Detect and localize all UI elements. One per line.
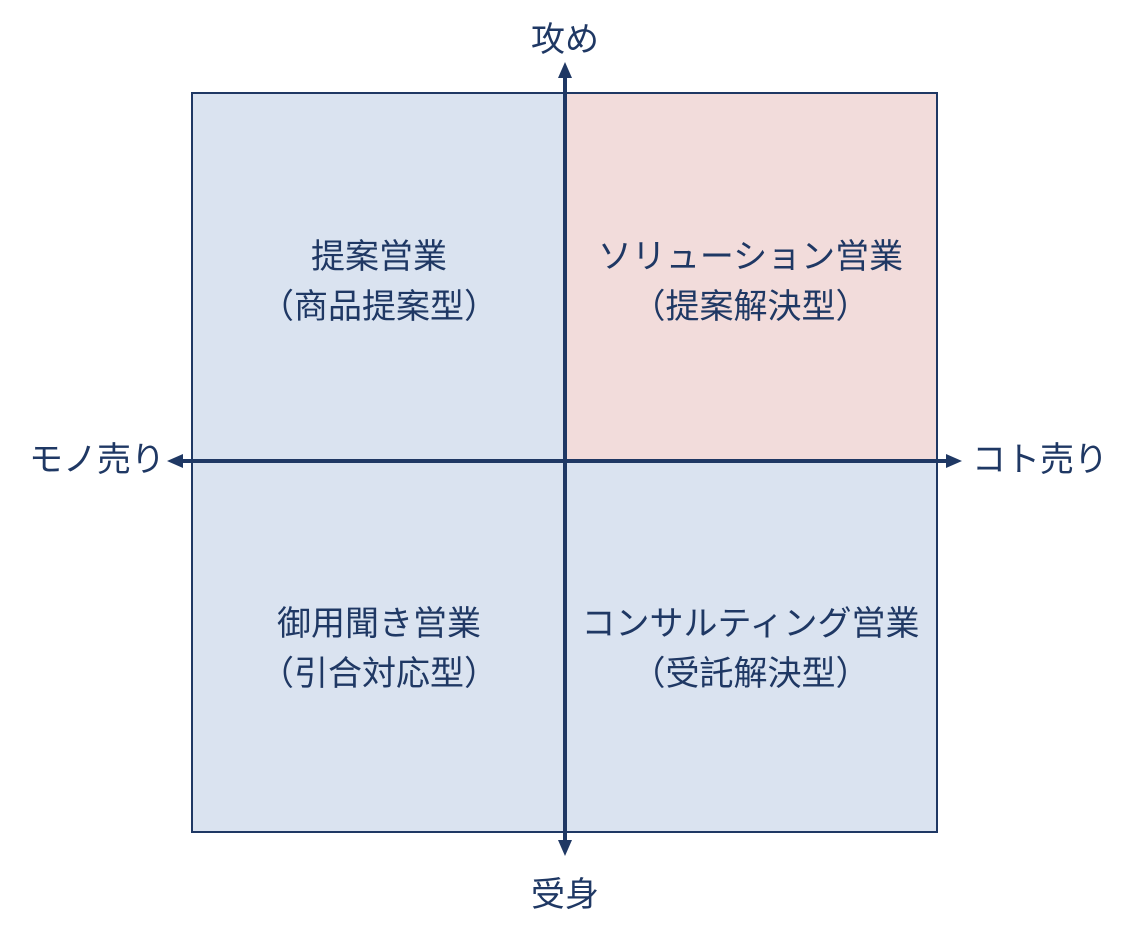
horizontal-axis [167, 454, 962, 468]
quadrant-bottom-left: 御用聞き営業 （引合対応型） [191, 461, 565, 833]
axis-label-bottom: 受身 [531, 875, 599, 915]
arrow-down-icon [558, 840, 572, 856]
quadrant-top-left: 提案営業 （商品提案型） [191, 92, 565, 461]
axis-label-left: モノ売り [29, 440, 165, 480]
quadrant-top-right: ソリューション営業 （提案解決型） [565, 92, 938, 461]
quadrant-bottom-right-subtitle: （受託解決型） [631, 654, 870, 694]
quadrant-bottom-right-title: コンサルティング営業 [581, 604, 920, 644]
quadrant-top-right-title: ソリューション営業 [597, 237, 904, 277]
quadrant-top-left-title: 提案営業 [311, 237, 447, 277]
axis-label-right: コト売り [972, 440, 1108, 480]
arrow-up-icon [558, 62, 572, 78]
arrow-left-icon [167, 454, 183, 468]
arrow-right-icon [946, 454, 962, 468]
quadrant-bottom-left-title: 御用聞き営業 [277, 604, 481, 644]
axis-label-top: 攻め [531, 20, 599, 60]
quadrant-bottom-left-subtitle: （引合対応型） [260, 654, 498, 694]
vertical-axis [558, 62, 572, 856]
quadrant-bottom-right: コンサルティング営業 （受託解決型） [565, 461, 938, 833]
quadrant-top-right-subtitle: （提案解決型） [631, 287, 870, 327]
quadrant-top-left-subtitle: （商品提案型） [260, 287, 498, 327]
